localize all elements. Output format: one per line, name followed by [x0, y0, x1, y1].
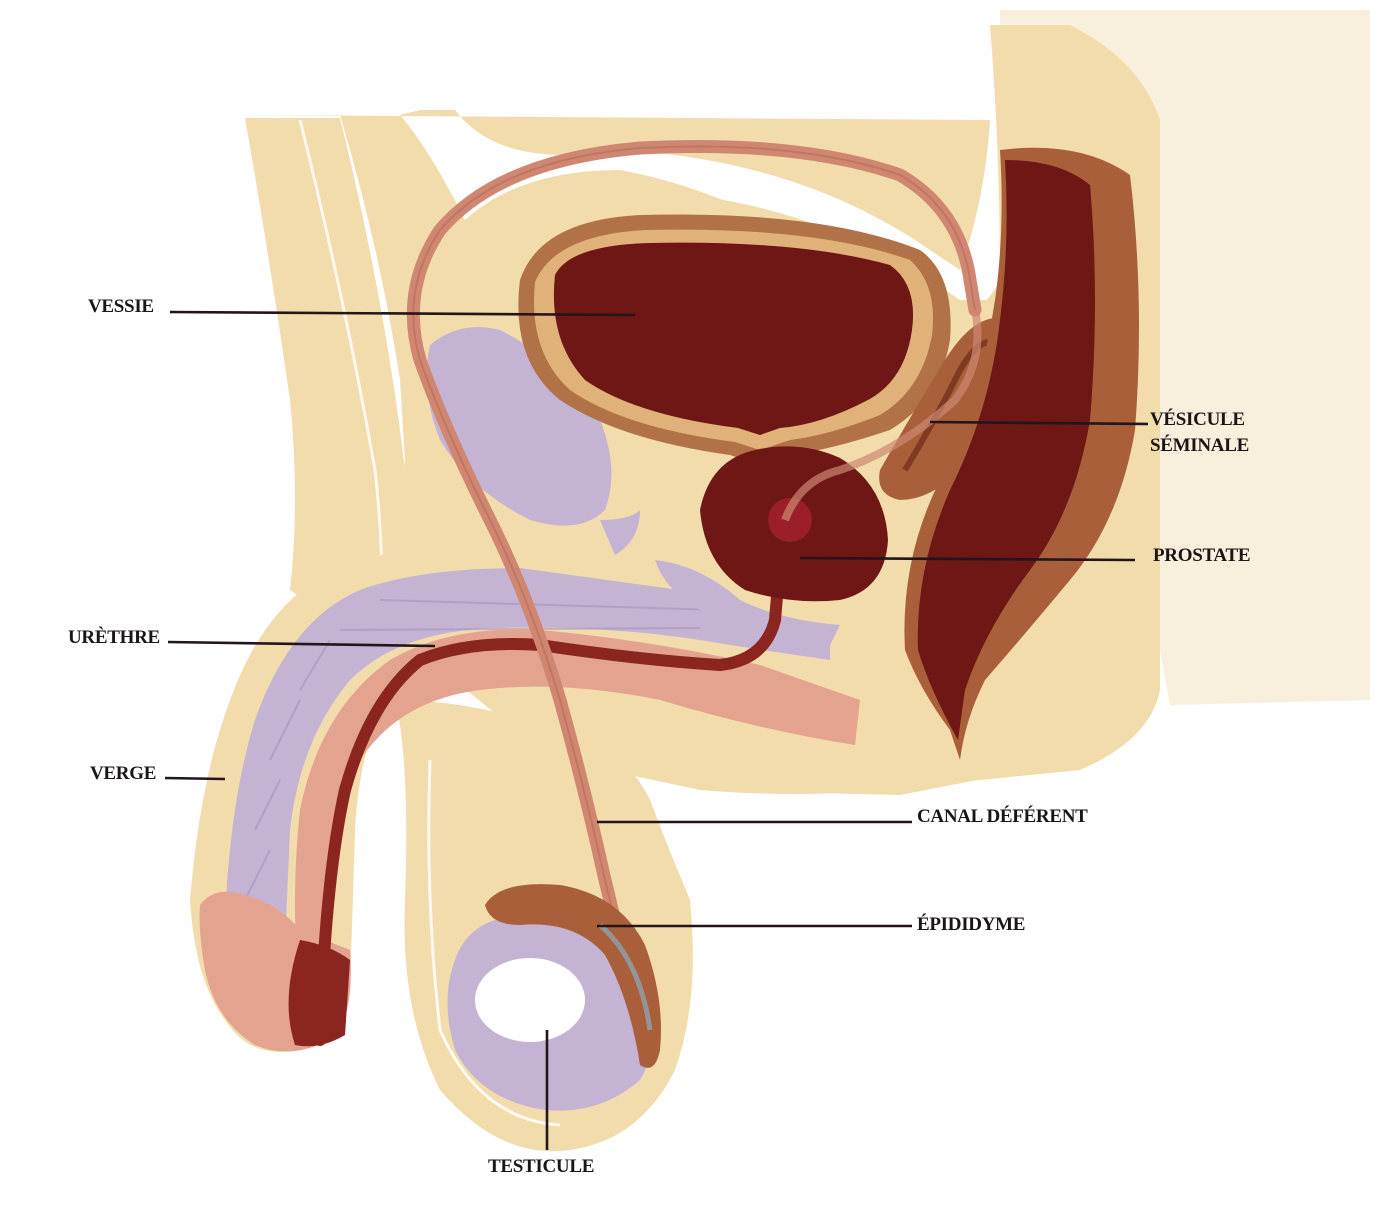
label-urethre: URÈTHRE: [68, 626, 160, 648]
label-vesicule-line2: SÉMINALE: [1150, 434, 1249, 456]
label-canal-deferent: CANAL DÉFÉRENT: [917, 805, 1088, 827]
testicle-center: [475, 958, 585, 1042]
label-epididyme: ÉPIDIDYME: [917, 913, 1025, 935]
label-verge: VERGE: [90, 763, 156, 784]
label-vessie: VESSIE: [88, 296, 154, 317]
label-prostate: PROSTATE: [1153, 545, 1250, 566]
leader-verge: [165, 778, 225, 779]
label-testicule: TESTICULE: [488, 1156, 594, 1177]
label-vesicule-line1: VÉSICULE: [1150, 408, 1245, 430]
